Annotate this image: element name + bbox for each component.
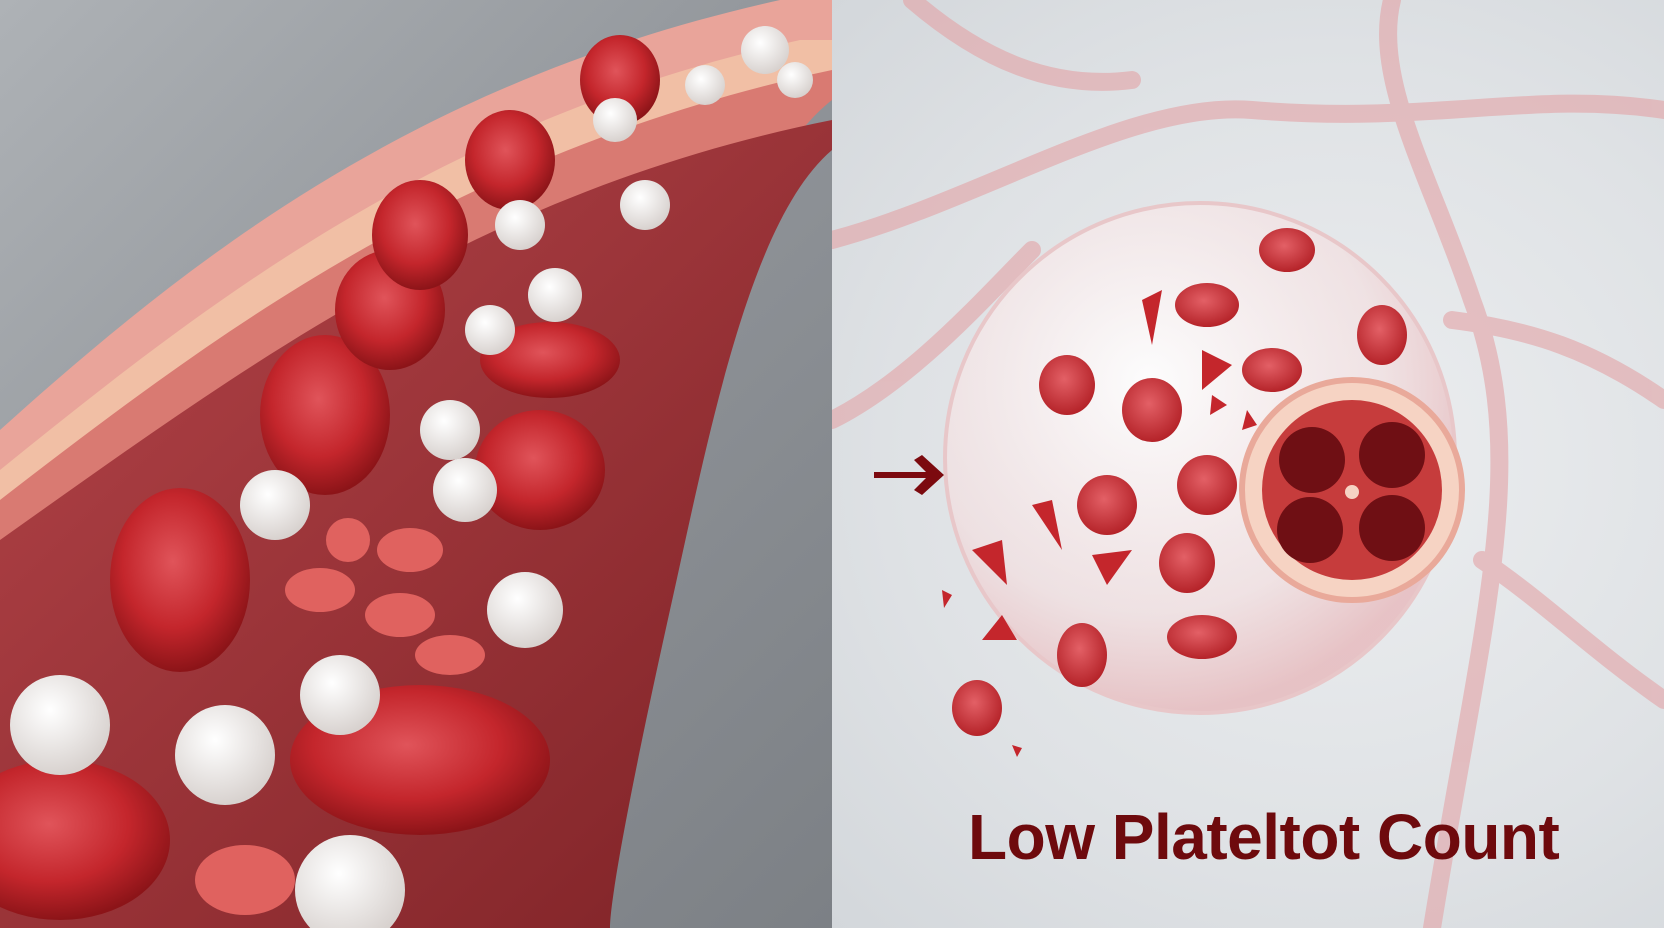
blood-vessel-illustration (0, 0, 832, 928)
platelet-sphere-illustration (832, 0, 1664, 928)
left-illustration-panel (0, 0, 832, 928)
right-arrow-icon (874, 455, 944, 495)
right-illustration-panel (832, 0, 1664, 928)
caption-title: Low Plateltot Count (968, 801, 1560, 873)
